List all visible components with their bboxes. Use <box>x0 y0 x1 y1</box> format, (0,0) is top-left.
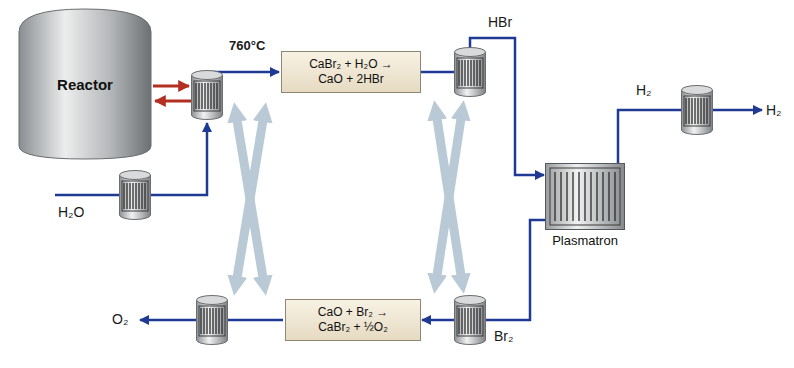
temperature-label: 760°C <box>229 38 265 54</box>
electrode-stripe <box>584 172 585 221</box>
product-label: O₂ <box>112 311 128 327</box>
plasmatron-frame <box>550 168 620 225</box>
transfer-arrow <box>236 114 264 284</box>
unit-label: Plasmatron <box>505 233 665 248</box>
heat-exchanger <box>455 48 486 97</box>
electrode-stripe <box>572 172 573 221</box>
transfer-arrow <box>436 112 462 282</box>
vessel-body <box>19 9 151 159</box>
reaction-box: CaBr₂ + H₂O → CaO + 2HBr <box>281 51 421 93</box>
electrode-stripe <box>602 172 603 221</box>
reaction-box: CaO + Br₂ → CaBr₂ + ½O₂ <box>285 299 421 341</box>
return-flow-arrow <box>155 100 191 103</box>
electrode-stripe <box>554 172 555 221</box>
heat-exchanger <box>455 296 486 345</box>
electrode-stripe <box>614 172 615 221</box>
heat-exchanger <box>197 296 228 345</box>
transfer-arrow <box>436 112 462 282</box>
plasmatron-outline <box>545 163 625 230</box>
electrode-stripe <box>596 172 597 221</box>
stream-label: HBr <box>488 14 512 30</box>
reactor-vessel: Reactor <box>18 8 152 160</box>
reactor-loop <box>153 86 191 101</box>
electrode-stripe <box>590 172 591 221</box>
solid-transfer-arrows <box>236 112 462 284</box>
vessel-label: Reactor <box>57 76 113 93</box>
electrode-stripe <box>578 172 579 221</box>
heat-exchangers <box>120 48 713 345</box>
hot-flow-arrow <box>153 85 189 88</box>
plasmatron-body <box>546 164 625 230</box>
electrode-stripe <box>566 172 567 221</box>
stream-label: H₂ <box>636 82 652 98</box>
heat-exchanger <box>120 171 151 220</box>
feed-label: H₂O <box>58 204 84 220</box>
electrode-stripe <box>608 172 609 221</box>
product-label: H₂ <box>766 102 782 118</box>
stream-label: Br₂ <box>494 328 513 344</box>
process-lines <box>55 72 762 320</box>
reaction-equation: CaBr₂ + H₂O → CaO + 2HBr <box>302 57 400 87</box>
electrode-stripe <box>560 172 561 221</box>
heat-exchanger <box>192 71 223 120</box>
heat-exchanger <box>682 86 713 135</box>
transfer-arrow <box>236 114 264 284</box>
reaction-equation: CaO + Br₂ → CaBr₂ + ½O₂ <box>306 305 400 335</box>
plasmatron-unit: Plasmatron <box>545 163 625 230</box>
